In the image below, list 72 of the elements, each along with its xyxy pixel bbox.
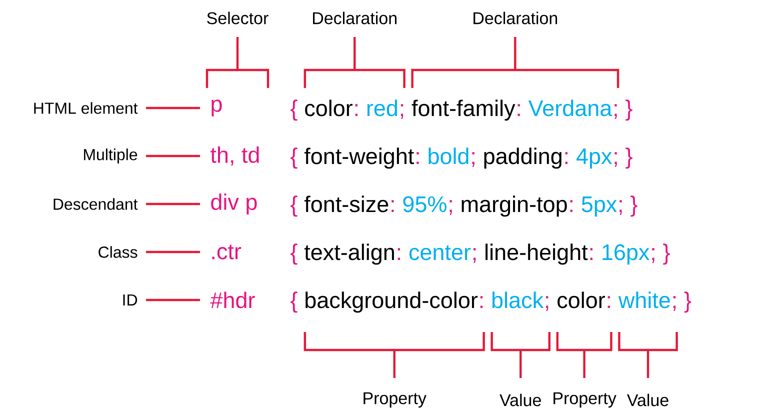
brace: {: [290, 244, 298, 265]
semicolon: ;: [673, 296, 676, 311]
connector-line: [146, 298, 200, 302]
bracket-label: Declaration: [474, 12, 558, 24]
selector-text: p: [212, 100, 222, 116]
bracket-label: Value: [626, 394, 668, 406]
property-name: font-weight: [304, 148, 414, 169]
selector-text: .ctr: [212, 244, 242, 260]
row-label: Multiple: [84, 148, 138, 164]
row-label: Descendant: [54, 198, 138, 210]
property-value: red: [367, 100, 398, 116]
bracket-label: Declaration: [313, 12, 396, 24]
row-label: ID: [123, 294, 138, 306]
colon: :: [570, 200, 572, 212]
bracket-label: Selector: [207, 12, 268, 24]
property-name: color: [305, 100, 352, 116]
brace: }: [626, 148, 632, 169]
property-name: font-family: [412, 100, 516, 121]
property-name: font-size: [304, 196, 388, 212]
semicolon: ;: [620, 200, 622, 215]
brace: {: [290, 100, 298, 121]
semicolon: ;: [652, 248, 654, 263]
semicolon: ;: [473, 248, 476, 263]
property-value: 4px: [576, 148, 612, 169]
connector-line: [146, 202, 200, 206]
colon: :: [518, 104, 520, 116]
property-name: color: [558, 292, 605, 308]
brace: }: [630, 196, 638, 217]
bracket-label: Property: [554, 392, 616, 408]
brace: }: [663, 244, 670, 265]
row-label: Class: [98, 246, 138, 258]
connector-line: [146, 250, 200, 254]
property-value: white: [618, 292, 670, 308]
brace: }: [684, 292, 692, 313]
semicolon: ;: [546, 296, 548, 311]
property-value: black: [492, 292, 544, 308]
colon: :: [608, 296, 610, 308]
property-value: 95%: [403, 196, 446, 212]
colon: :: [416, 152, 419, 164]
bracket-label: Value: [500, 394, 541, 406]
property-name: text-align: [304, 244, 394, 265]
brace: {: [290, 196, 298, 217]
semicolon: ;: [614, 152, 617, 167]
property-value: 16px: [602, 244, 650, 265]
selector-text: div p: [211, 194, 257, 214]
property-value: bold: [428, 148, 468, 164]
property-name: line-height: [486, 244, 588, 265]
property-name: padding: [484, 148, 562, 169]
colon: :: [565, 152, 568, 164]
colon: :: [392, 200, 394, 212]
property-value: Verdana: [528, 100, 612, 116]
selector-text: #hdr: [210, 292, 255, 308]
semicolon: ;: [400, 104, 404, 119]
property-name: margin-top: [462, 196, 567, 217]
connector-line: [146, 154, 200, 158]
semicolon: ;: [450, 200, 452, 215]
colon: :: [480, 296, 483, 308]
property-value: 5px: [582, 196, 617, 217]
brace: {: [290, 292, 298, 313]
brace: {: [290, 148, 298, 169]
colon: :: [398, 248, 400, 260]
property-value: center: [409, 245, 471, 260]
selector-text: th, td: [210, 146, 259, 166]
row-label: HTML element: [34, 102, 138, 114]
brace: }: [626, 100, 632, 121]
connector-line: [146, 106, 200, 110]
bracket-label: Property: [364, 392, 426, 408]
colon: :: [355, 104, 358, 116]
semicolon: ;: [472, 152, 474, 167]
semicolon: ;: [614, 104, 617, 119]
colon: :: [590, 248, 592, 260]
property-name: background-color: [306, 292, 478, 313]
